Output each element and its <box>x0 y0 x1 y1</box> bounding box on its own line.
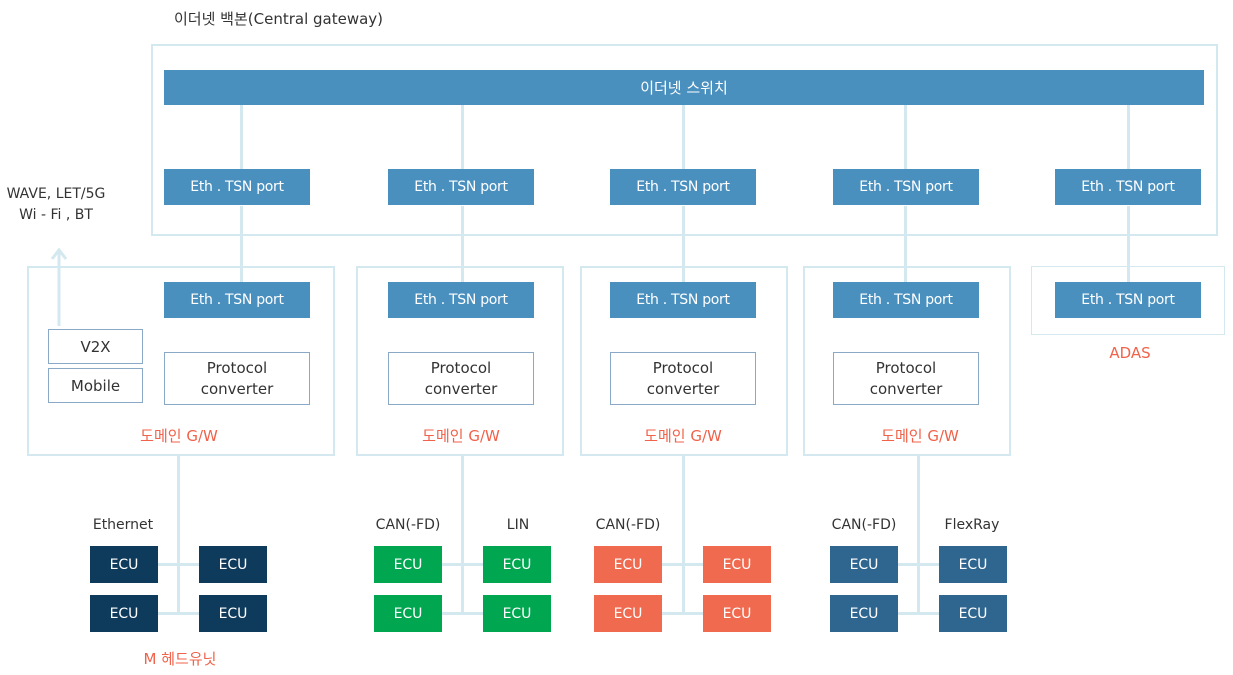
bus-label-can-g2: CAN(-FD) <box>375 517 441 533</box>
link-switch-port-3 <box>682 104 685 170</box>
domain-port-4: Eth . TSN port <box>833 282 979 318</box>
ecu-g3-3: ECU <box>594 595 662 632</box>
domain-panel-3 <box>580 266 788 456</box>
converter-line1: Protocol <box>875 358 937 377</box>
ecu-g3-2: ECU <box>703 546 771 583</box>
converter-line2: converter <box>646 379 720 398</box>
link-domain-bus-2 <box>461 455 464 615</box>
converter-line1: Protocol <box>652 358 714 377</box>
headunit-label: M 헤드유닛 <box>143 650 217 668</box>
link-domain-bus-3 <box>682 455 685 615</box>
backbone-port-1: Eth . TSN port <box>164 169 310 205</box>
ecu-g1-4: ECU <box>199 595 267 632</box>
ecu-link-g4-r1 <box>897 563 942 566</box>
backbone-title: 이더넷 백본(Central gateway) <box>174 10 384 28</box>
arrow-up-icon <box>50 247 68 326</box>
ethernet-switch: 이더넷 스위치 <box>164 70 1204 105</box>
link-port-domain-5 <box>1127 206 1130 282</box>
converter-line2: converter <box>424 379 498 398</box>
domain-panel-2 <box>356 266 564 456</box>
ecu-link-g2-r2 <box>441 612 486 615</box>
bus-label-ethernet: Ethernet <box>92 517 154 533</box>
backbone-panel <box>151 44 1218 236</box>
link-port-domain-2 <box>461 206 464 282</box>
domain-port-1: Eth . TSN port <box>164 282 310 318</box>
adas-port: Eth . TSN port <box>1055 282 1201 318</box>
external-line2: Wi - Fi , BT <box>19 207 93 223</box>
ecu-link-g3-r1 <box>661 563 706 566</box>
backbone-port-3: Eth . TSN port <box>610 169 756 205</box>
domain-gw-label-2: 도메인 G/W <box>422 427 500 445</box>
ecu-g2-3: ECU <box>374 595 442 632</box>
bus-label-lin: LIN <box>506 517 530 533</box>
link-port-domain-4 <box>904 206 907 282</box>
domain-gw-label-3: 도메인 G/W <box>644 427 722 445</box>
bus-label-can-g3: CAN(-FD) <box>595 517 661 533</box>
ecu-link-g1-r2 <box>157 612 202 615</box>
ecu-link-g3-r2 <box>661 612 706 615</box>
external-wireless-label: WAVE, LET/5G Wi - Fi , BT <box>0 184 112 226</box>
ecu-g2-1: ECU <box>374 546 442 583</box>
domain-port-3: Eth . TSN port <box>610 282 756 318</box>
bus-label-can-g4: CAN(-FD) <box>831 517 897 533</box>
ecu-g2-2: ECU <box>483 546 551 583</box>
converter-line2: converter <box>869 379 943 398</box>
domain-panel-4 <box>803 266 1011 456</box>
ecu-g1-2: ECU <box>199 546 267 583</box>
ecu-link-g1-r1 <box>157 563 202 566</box>
converter-line1: Protocol <box>430 358 492 377</box>
backbone-port-5: Eth . TSN port <box>1055 169 1201 205</box>
protocol-converter-4: Protocol converter <box>833 352 979 405</box>
adas-label: ADAS <box>1109 344 1151 362</box>
link-switch-port-4 <box>904 104 907 170</box>
protocol-converter-1: Protocol converter <box>164 352 310 405</box>
external-line1: WAVE, LET/5G <box>6 186 106 202</box>
domain-gw-label-1: 도메인 G/W <box>140 427 218 445</box>
backbone-port-2: Eth . TSN port <box>388 169 534 205</box>
ecu-g2-4: ECU <box>483 595 551 632</box>
bus-label-flexray: FlexRay <box>944 517 1000 533</box>
ecu-link-g4-r2 <box>897 612 942 615</box>
ecu-g3-1: ECU <box>594 546 662 583</box>
protocol-converter-3: Protocol converter <box>610 352 756 405</box>
converter-line2: converter <box>200 379 274 398</box>
link-domain-bus-4 <box>917 455 920 615</box>
ecu-g4-2: ECU <box>939 546 1007 583</box>
ecu-link-g2-r1 <box>441 563 486 566</box>
ecu-g1-1: ECU <box>90 546 158 583</box>
link-switch-port-2 <box>461 104 464 170</box>
mobile-box: Mobile <box>48 368 143 403</box>
domain-gw-label-4: 도메인 G/W <box>881 427 959 445</box>
backbone-port-4: Eth . TSN port <box>833 169 979 205</box>
protocol-converter-2: Protocol converter <box>388 352 534 405</box>
domain-port-2: Eth . TSN port <box>388 282 534 318</box>
v2x-box: V2X <box>48 329 143 364</box>
ecu-g1-3: ECU <box>90 595 158 632</box>
link-switch-port-1 <box>240 104 243 170</box>
ecu-g4-3: ECU <box>830 595 898 632</box>
ecu-g4-4: ECU <box>939 595 1007 632</box>
link-domain-bus-1 <box>177 455 180 615</box>
link-switch-port-5 <box>1127 104 1130 170</box>
link-port-domain-3 <box>682 206 685 282</box>
domain-panel-1 <box>27 266 335 456</box>
link-port-domain-1 <box>240 206 243 282</box>
ecu-g4-1: ECU <box>830 546 898 583</box>
adas-panel <box>1031 266 1225 335</box>
converter-line1: Protocol <box>206 358 268 377</box>
ecu-g3-4: ECU <box>703 595 771 632</box>
